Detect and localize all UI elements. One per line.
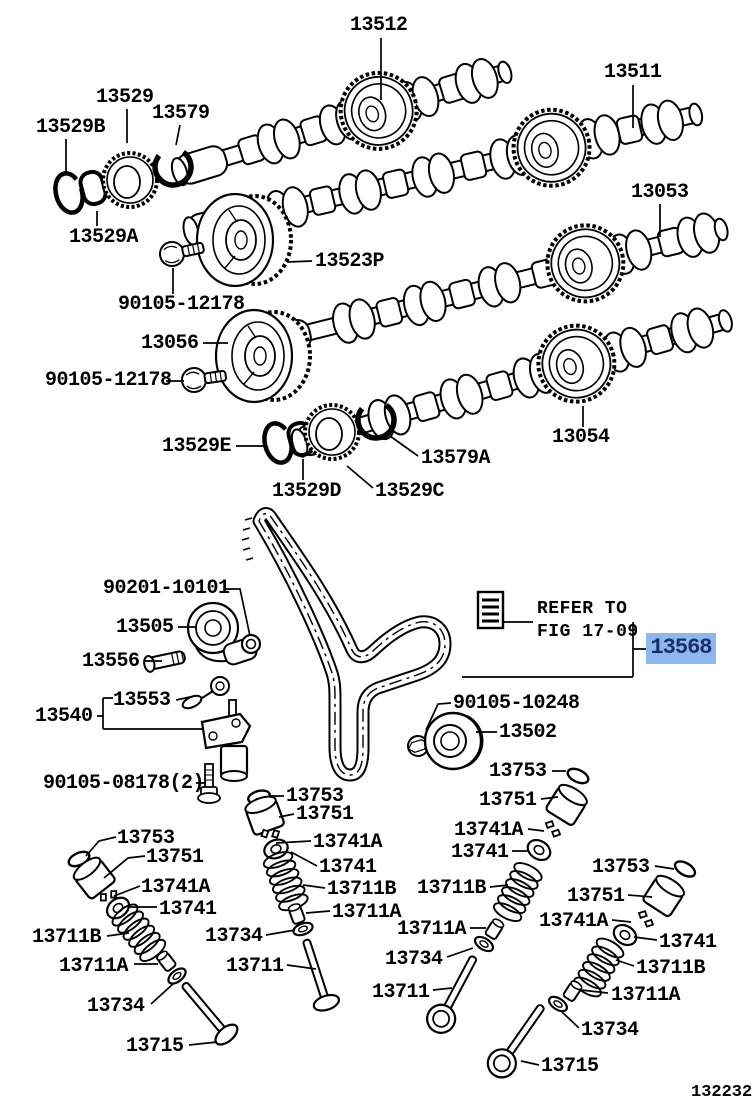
callout-13753-s2[interactable]: 13753 (286, 785, 344, 808)
lash-adjuster-13540-drawing (200, 699, 252, 782)
idler-pulley-13502-drawing (423, 711, 484, 771)
callout-13734-s3[interactable]: 13734 (385, 948, 443, 971)
callout-13529E[interactable]: 13529E (162, 435, 232, 458)
callout-13741A-s4[interactable]: 13741A (539, 910, 609, 933)
callout-13753-s4[interactable]: 13753 (592, 856, 650, 879)
callout-13715-s1[interactable]: 13715 (126, 1035, 184, 1058)
callout-90105-08178[interactable]: 90105-08178(2) (43, 772, 205, 795)
callout-90105-10248[interactable]: 90105-10248 (453, 692, 580, 715)
callout-13553[interactable]: 13553 (113, 689, 171, 712)
refer-note-icon (476, 590, 505, 630)
callout-13751-s4[interactable]: 13751 (567, 885, 625, 908)
callout-13741-s4[interactable]: 13741 (659, 931, 717, 954)
callout-13529[interactable]: 13529 (96, 86, 154, 109)
callout-13053[interactable]: 13053 (631, 181, 689, 204)
callout-13734-s2[interactable]: 13734 (205, 925, 263, 948)
callout-13529A[interactable]: 13529A (69, 226, 139, 249)
callout-13741-s2[interactable]: 13741 (319, 856, 377, 879)
selected-part-highlight-13568[interactable]: 13568 (646, 633, 716, 664)
callout-13529B[interactable]: 13529B (36, 116, 106, 139)
callout-13711B-s1[interactable]: 13711B (32, 926, 102, 949)
callout-90201-10101[interactable]: 90201-10101 (103, 577, 230, 600)
callout-13556[interactable]: 13556 (82, 650, 140, 673)
callout-13753-s1[interactable]: 13753 (117, 827, 175, 850)
callout-13741A-s2[interactable]: 13741A (313, 831, 383, 854)
timing-belt-13568-drawing (241, 507, 452, 782)
callout-13753-s3[interactable]: 13753 (489, 760, 547, 783)
callout-13711-s2[interactable]: 13711 (226, 955, 284, 978)
bolt-90105-08178-drawing (197, 763, 221, 804)
refer-note-line2: FIG 17-09 (537, 622, 639, 642)
callout-90105-12178-b[interactable]: 90105-12178 (45, 369, 172, 392)
callout-13734-s1[interactable]: 13734 (87, 995, 145, 1018)
callout-13751-s1[interactable]: 13751 (146, 846, 204, 869)
callout-13741-s1[interactable]: 13741 (159, 898, 217, 921)
callout-13711A-s1[interactable]: 13711A (59, 955, 129, 978)
camshaft-13053-drawing (251, 209, 731, 361)
camshaft-pulley-13523P-drawing (195, 192, 293, 288)
callout-13741-s3[interactable]: 13741 (451, 841, 509, 864)
callout-13529C[interactable]: 13529C (375, 480, 445, 503)
callout-13751-s2[interactable]: 13751 (296, 803, 354, 826)
callout-13054[interactable]: 13054 (552, 426, 610, 449)
callout-13511[interactable]: 13511 (604, 61, 662, 84)
stud-13556-drawing (143, 650, 186, 673)
callout-13741A-s1[interactable]: 13741A (141, 876, 211, 899)
callout-90105-12178-a[interactable]: 90105-12178 (118, 293, 245, 316)
leader-lines (65, 38, 675, 1066)
timing-gear-13529-drawing (101, 151, 159, 209)
callout-13540[interactable]: 13540 (35, 705, 93, 728)
callout-13711-s3[interactable]: 13711 (372, 981, 430, 1004)
callout-13711A-s3[interactable]: 13711A (397, 918, 467, 941)
callout-13505[interactable]: 13505 (116, 616, 174, 639)
callout-13711B-s4[interactable]: 13711B (636, 957, 706, 980)
callout-13711A-s2[interactable]: 13711A (332, 901, 402, 924)
callout-13523P[interactable]: 13523P (315, 250, 385, 273)
refer-note-line1: REFER TO (537, 599, 628, 619)
callout-13751-s3[interactable]: 13751 (479, 789, 537, 812)
callout-13056[interactable]: 13056 (141, 332, 199, 355)
callout-13711A-s4[interactable]: 13711A (611, 984, 681, 1007)
callout-13529D[interactable]: 13529D (272, 480, 342, 503)
callout-13715-s4[interactable]: 13715 (541, 1055, 599, 1078)
callout-13711B-s3[interactable]: 13711B (417, 877, 487, 900)
callout-13734-s4[interactable]: 13734 (581, 1019, 639, 1042)
callout-13512[interactable]: 13512 (350, 14, 408, 37)
callout-13502[interactable]: 13502 (499, 721, 557, 744)
union-13553-drawing (181, 676, 230, 710)
camshaft-pulley-13056-drawing (214, 308, 312, 404)
callout-13711B-s2[interactable]: 13711B (327, 878, 397, 901)
callout-13741A-s3[interactable]: 13741A (454, 819, 524, 842)
washer-90201-10101-drawing (240, 633, 262, 655)
callout-13579A[interactable]: 13579A (421, 447, 491, 470)
figure-code: 132232 (691, 1083, 753, 1102)
callout-13579[interactable]: 13579 (152, 102, 210, 125)
timing-gear-13529C-drawing (303, 403, 361, 461)
